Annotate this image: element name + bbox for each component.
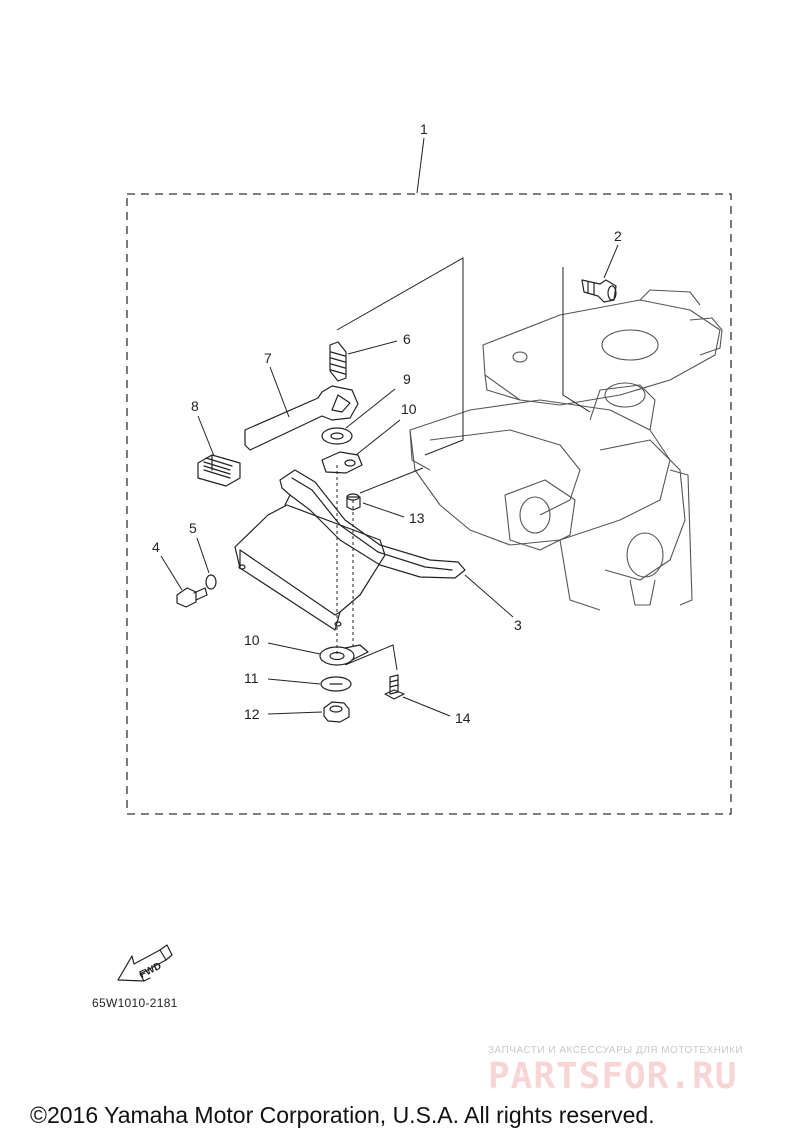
part-3-bracket [234, 469, 466, 631]
callout-9: 9 [403, 371, 411, 387]
callout-2: 2 [614, 228, 622, 244]
part-8-grip [197, 454, 241, 487]
callout-8: 8 [191, 398, 199, 414]
kit-frame [126, 193, 732, 815]
leader-9 [345, 388, 396, 429]
part-2-grease-nipple [581, 279, 617, 303]
leader-5 [196, 537, 210, 574]
leader-10a [355, 419, 401, 456]
outboard-bracket-ghost [409, 289, 723, 611]
leader-3 [464, 574, 514, 618]
part-9-washer [321, 427, 353, 445]
callout-12: 12 [244, 706, 260, 722]
callout-6: 6 [403, 331, 411, 347]
leader-1 [416, 137, 425, 194]
part-6-bolt [329, 341, 347, 382]
leader-7 [269, 366, 290, 418]
assembly-line-14 [344, 644, 398, 671]
callout-11: 11 [244, 670, 259, 686]
leader-6 [347, 340, 398, 355]
leader-4 [160, 555, 183, 591]
callout-1: 1 [420, 121, 428, 137]
callout-3: 3 [514, 617, 522, 633]
part-11-washer [320, 676, 352, 692]
copyright-notice: ©2016 Yamaha Motor Corporation, U.S.A. A… [30, 1102, 655, 1128]
leader-12 [267, 711, 323, 715]
part-7-lever [244, 385, 359, 451]
leader-8 [197, 415, 215, 457]
part-5-washer [205, 574, 217, 590]
callout-7: 7 [264, 350, 272, 366]
callout-14: 14 [455, 710, 471, 726]
part-10-washer-lower [319, 644, 369, 666]
assembly-line-upper [336, 257, 464, 456]
part-10-plate-upper [321, 451, 363, 474]
callout-13: 13 [409, 510, 425, 526]
leader-11 [267, 678, 321, 685]
callout-5: 5 [189, 520, 197, 536]
leader-13 [362, 502, 405, 518]
diagram-code: 65W1010-2181 [92, 996, 178, 1010]
leader-14 [402, 696, 451, 717]
fwd-arrow-icon: FWD [117, 944, 173, 982]
leader-10b [267, 642, 321, 655]
fwd-label: FWD [138, 961, 163, 981]
part-13-collar [346, 493, 361, 511]
watermark-tagline: ЗАПЧАСТИ И АКСЕССУАРЫ ДЛЯ МОТОТЕХНИКИ [488, 1045, 744, 1056]
part-12-nut [323, 701, 350, 723]
callout-4: 4 [152, 539, 160, 555]
watermark-logo: PARTSFOR.RU [488, 1056, 738, 1097]
callout-10-lower: 10 [244, 632, 260, 648]
assembly-line-13 [359, 467, 424, 494]
callout-10-upper: 10 [401, 401, 417, 417]
part-14-screw [384, 674, 405, 700]
assembly-line-2 [562, 267, 591, 413]
leader-2 [603, 244, 619, 279]
part-4-bolt [176, 587, 208, 608]
